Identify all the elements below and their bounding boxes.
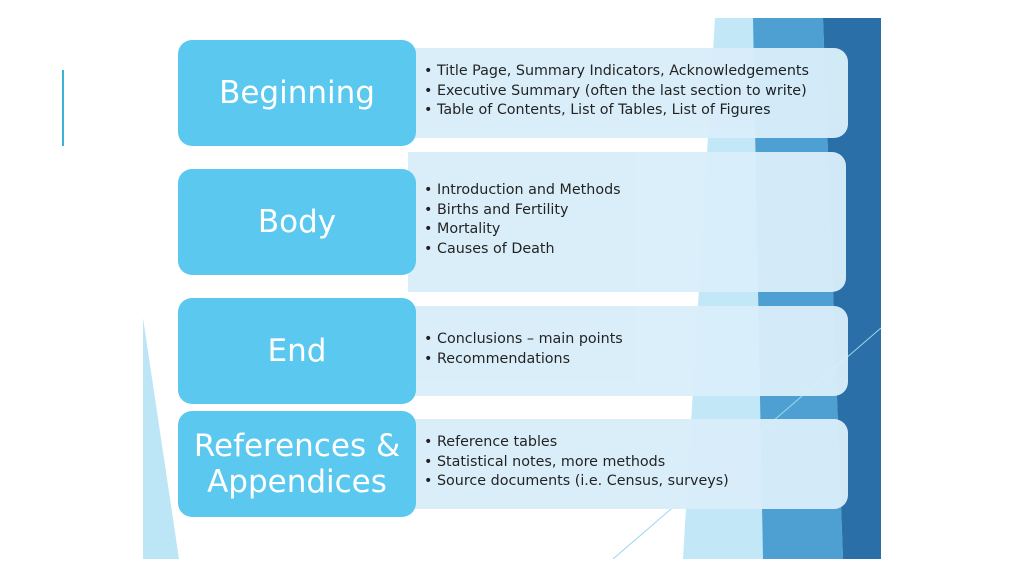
section-content: Reference tables Statistical notes, more…	[408, 419, 848, 509]
list-item: Title Page, Summary Indicators, Acknowle…	[424, 62, 848, 82]
list-item: Mortality	[424, 220, 846, 240]
list-item: Reference tables	[424, 433, 848, 453]
section-label: Body	[178, 169, 416, 275]
section-row: Body Introduction and Methods Births and…	[178, 152, 848, 294]
list-item: Causes of Death	[424, 240, 846, 260]
section-row: End Conclusions – main points Recommenda…	[178, 298, 848, 404]
section-content: Conclusions – main points Recommendation…	[408, 306, 848, 396]
list-item: Introduction and Methods	[424, 181, 846, 201]
list-item: Statistical notes, more methods	[424, 453, 848, 473]
list-item: Source documents (i.e. Census, surveys)	[424, 472, 848, 492]
section-content: Introduction and Methods Births and Fert…	[408, 152, 846, 292]
list-item: Conclusions – main points	[424, 330, 848, 350]
list-item: Executive Summary (often the last sectio…	[424, 82, 848, 102]
accent-bar	[62, 70, 64, 146]
section-row: Beginning Title Page, Summary Indicators…	[178, 40, 848, 146]
section-content: Title Page, Summary Indicators, Acknowle…	[408, 48, 848, 138]
list-item: Recommendations	[424, 350, 848, 370]
section-label: Beginning	[178, 40, 416, 146]
list-item: Births and Fertility	[424, 201, 846, 221]
slide: Beginning Title Page, Summary Indicators…	[143, 18, 881, 559]
list-item: Table of Contents, List of Tables, List …	[424, 101, 848, 121]
section-label: References &Appendices	[178, 411, 416, 517]
section-label: End	[178, 298, 416, 404]
section-row: References &Appendices Reference tables …	[178, 411, 848, 517]
